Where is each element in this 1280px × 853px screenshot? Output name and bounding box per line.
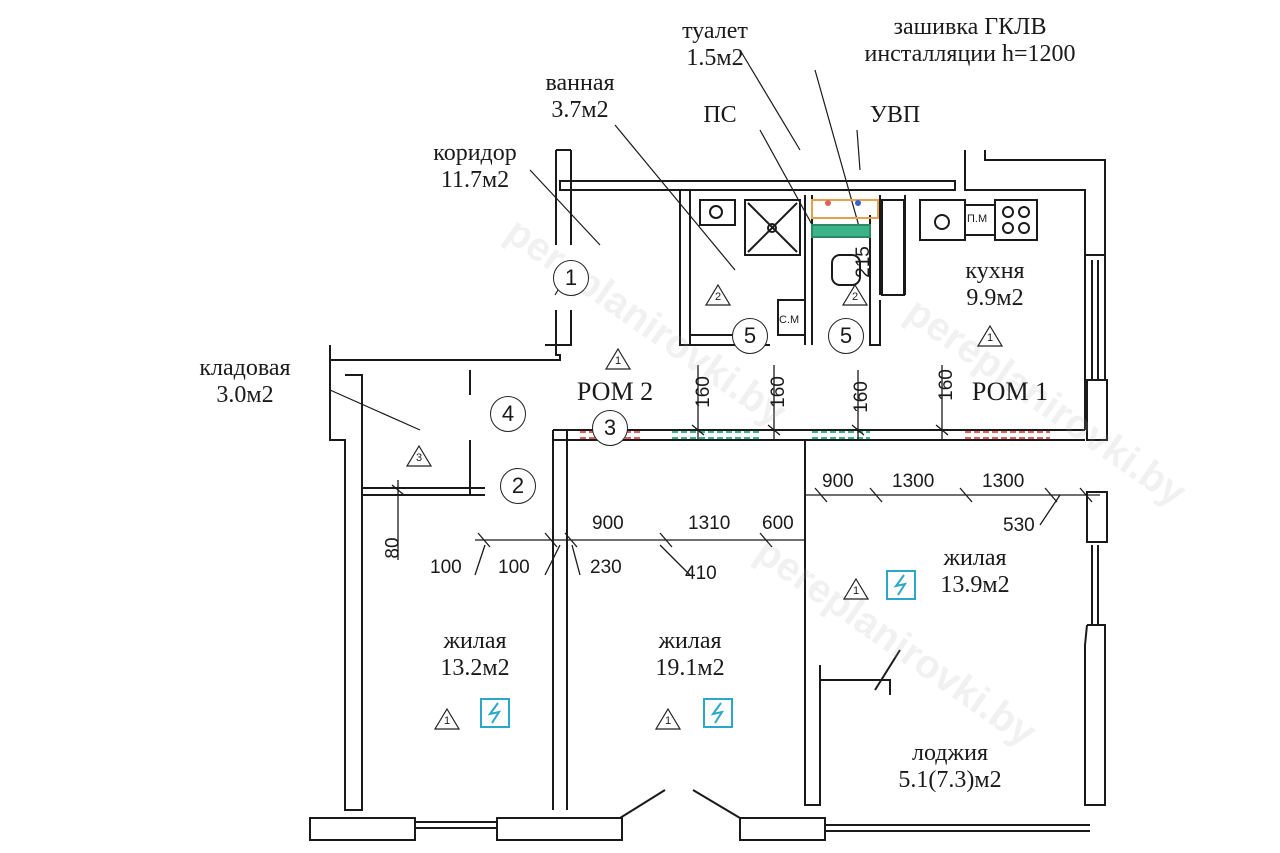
triangle-mark-storage: 3 — [405, 444, 433, 467]
wall-toilet-right — [869, 215, 881, 346]
kitchen-cabinets — [881, 199, 905, 296]
dim-line-vert — [691, 365, 949, 440]
window-right — [1091, 260, 1099, 625]
leaders — [329, 49, 861, 431]
door-loggia — [874, 649, 901, 691]
door-swing-mid — [619, 789, 741, 819]
triangle-mark-living-mid: 1 — [654, 707, 682, 730]
new-opening-1 — [672, 431, 760, 439]
marker-5a: 5 — [732, 318, 768, 354]
stove — [994, 199, 1038, 241]
marker-3: 3 — [592, 410, 628, 446]
washer-box — [777, 299, 806, 336]
wall-bottom-2 — [496, 817, 623, 841]
wall-partition-left — [552, 430, 568, 810]
electric-panel-icon — [886, 570, 916, 600]
rom2-label: РОМ 2 — [576, 377, 654, 406]
triangle-mark-toilet: 2 — [841, 283, 869, 306]
dim-leaders — [474, 494, 1061, 576]
triangle-mark-living-left: 1 — [433, 707, 461, 730]
wall-storage-inner — [362, 370, 485, 496]
shower-tray — [744, 199, 801, 256]
dimension-label: 160 — [692, 376, 714, 408]
dimension-label: 160 — [767, 376, 789, 408]
window-bottom — [415, 821, 1090, 832]
dimension-label: 100 — [430, 557, 462, 578]
dimension-label: 900 — [822, 471, 854, 492]
gklv-panel — [811, 224, 871, 238]
triangle-mark-living-right: 1 — [842, 577, 870, 600]
triangle-mark-corridor: 1 — [604, 347, 632, 370]
marker-2: 2 — [500, 468, 536, 504]
dim-line-mid — [475, 532, 805, 548]
dim-line-right — [805, 487, 1100, 503]
bath-sink — [699, 199, 736, 226]
dimension-label: 160 — [850, 381, 872, 413]
marker-4: 4 — [490, 396, 526, 432]
dimension-label: 160 — [935, 369, 957, 401]
wall-right-lower — [1084, 624, 1106, 806]
wc — [831, 254, 861, 286]
dimension-label: 1310 — [688, 513, 731, 534]
washer-label: С.М — [779, 314, 800, 326]
wall-top-right — [964, 150, 1106, 256]
rom1-label: РОМ 1 — [971, 377, 1049, 406]
marker-5b: 5 — [828, 318, 864, 354]
wall-top-core — [559, 180, 956, 191]
dishwasher-label: П.М — [967, 213, 988, 225]
wall-bottom-3 — [739, 817, 826, 841]
triangle-mark-bath: 2 — [704, 283, 732, 306]
dimension-label: 100 — [498, 557, 530, 578]
kitchen-sink — [919, 199, 966, 241]
dimension-label: 230 — [590, 557, 622, 578]
triangle-mark-kitchen: 1 — [976, 324, 1004, 347]
dimension-label: 80 — [382, 537, 404, 559]
dimension-label: 1300 — [892, 471, 935, 492]
wall-loggia-top — [805, 439, 821, 680]
wall-corridor-stub — [555, 149, 572, 245]
wall-bottom-1 — [309, 817, 416, 841]
dimension-label: 530 — [1003, 515, 1035, 536]
wall-kitchen-left — [879, 195, 906, 295]
wall-storage-left — [329, 345, 363, 811]
marker-1: 1 — [553, 260, 589, 296]
dimension-label: 410 — [685, 563, 717, 584]
wall-right-pier-2 — [1086, 491, 1108, 543]
dimension-label: 215 — [852, 246, 874, 278]
dimension-label: 600 — [762, 513, 794, 534]
wall-partition-mid — [804, 440, 891, 806]
dimension-label: 900 — [592, 513, 624, 534]
dimension-label: 1300 — [982, 471, 1025, 492]
wall-corridor-left — [329, 310, 572, 361]
removed-wall-right — [965, 431, 1050, 439]
electric-panel-icon — [480, 698, 510, 728]
dim-line-80 — [391, 480, 405, 560]
ps-label: ПС — [703, 102, 737, 128]
uvp-label: УВП — [869, 102, 921, 128]
uvp-marker — [811, 199, 879, 219]
electric-panel-icon — [703, 698, 733, 728]
